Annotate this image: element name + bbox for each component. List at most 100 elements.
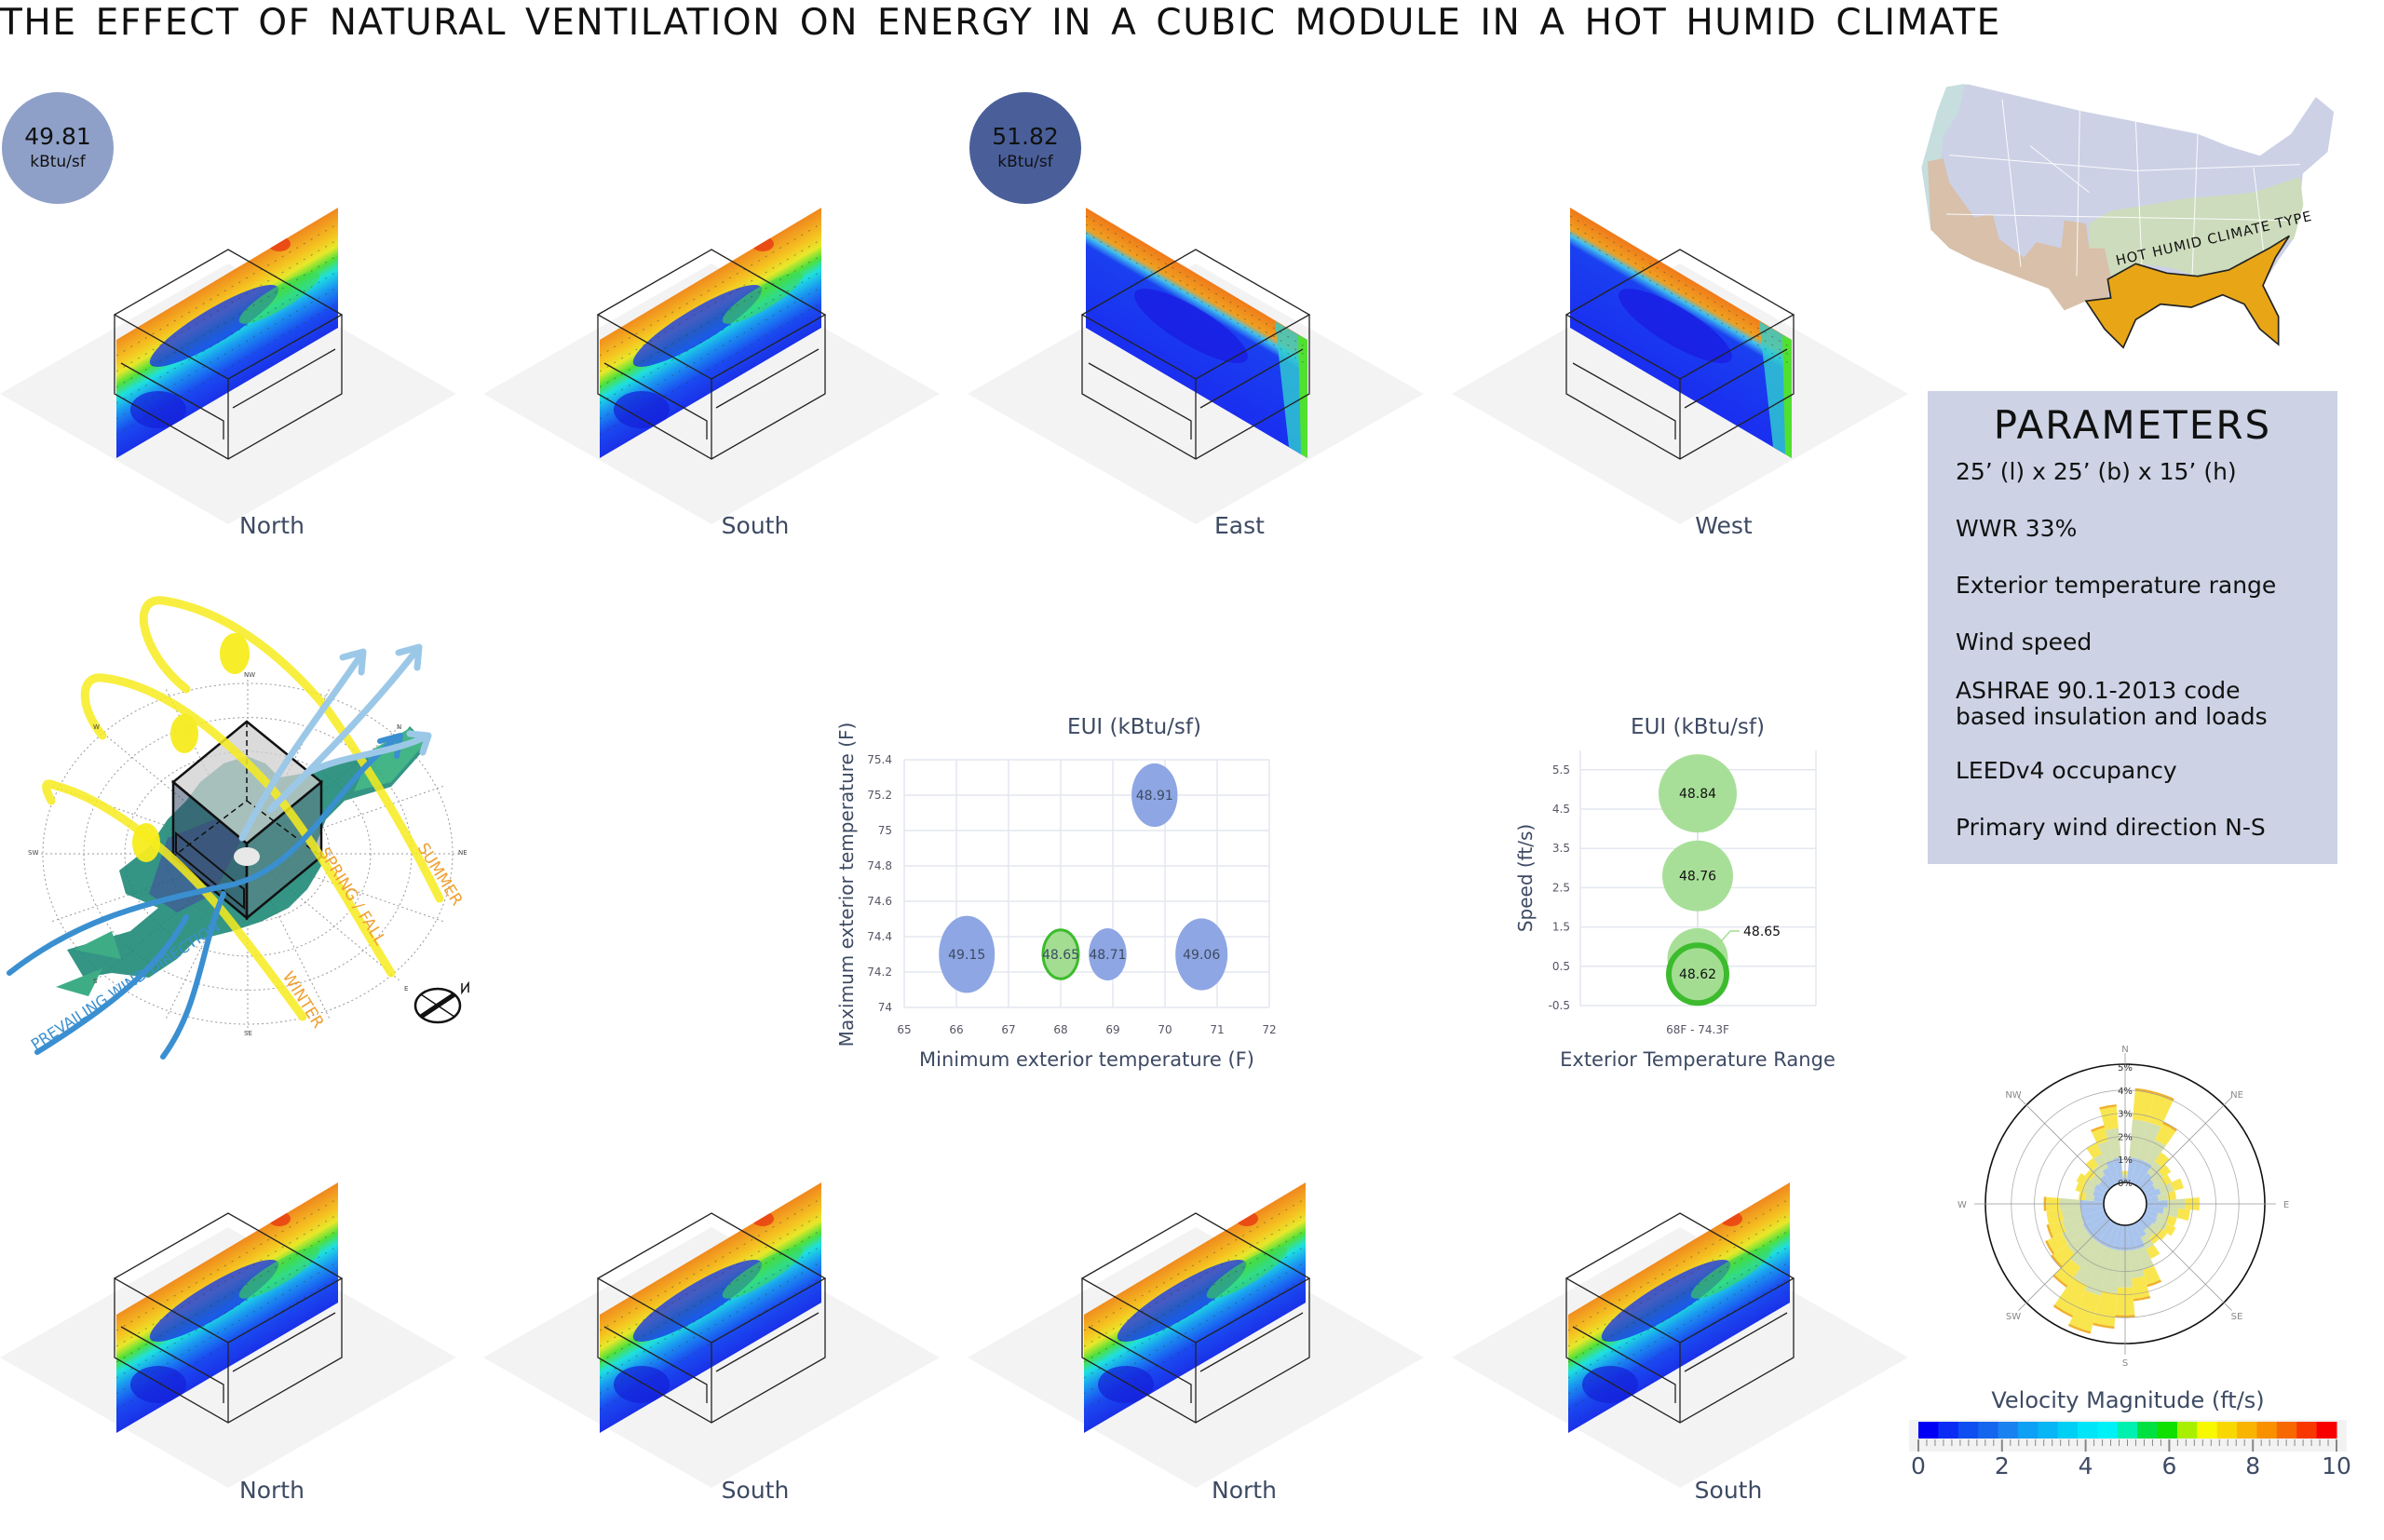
rose-sector-band (2093, 1183, 2108, 1196)
map-region-mixed-humid (2089, 177, 2304, 277)
rose-axis (2140, 1097, 2232, 1189)
cfd-panel (483, 208, 940, 524)
rose-sector-band (2159, 1182, 2174, 1195)
rose-direction-label: NE (2230, 1090, 2243, 1101)
rose-sector-band (2106, 1159, 2120, 1185)
bubble (1666, 942, 1729, 1006)
box-wireframe (1564, 1212, 1795, 1424)
rose-sector-band (2127, 1156, 2138, 1183)
legend-color-step (1938, 1422, 1959, 1439)
rose-sector-band (2066, 1230, 2093, 1254)
x-axis-title: Minimum exterior temperature (F) (919, 1048, 1254, 1071)
rose-sector-band (2093, 1154, 2108, 1171)
y-tick-label: 75 (878, 824, 892, 837)
legend-color-step (1998, 1422, 2019, 1439)
rose-sector-band (2144, 1209, 2159, 1219)
rose-sector-band (2080, 1209, 2106, 1223)
parameter-temperature-range: Exterior temperature range (1956, 572, 2277, 599)
rose-sector-band (2092, 1219, 2113, 1243)
panel-label-bottom-4: South (1694, 1477, 1763, 1504)
bubble (939, 915, 996, 993)
badge-unit: kBtu/sf (30, 153, 86, 171)
box-wireframe (113, 249, 344, 460)
legend-color-step (2316, 1422, 2337, 1439)
rose-sector-band (2044, 1240, 2055, 1255)
sun-paths (42, 596, 444, 1021)
rose-sector-band (2084, 1178, 2097, 1190)
rose-sector-band (2162, 1121, 2177, 1132)
rose-sector-band (2131, 1276, 2150, 1299)
rose-sector-band (2082, 1212, 2108, 1231)
rose-sector-band (2105, 1128, 2121, 1159)
rose-sector-band (2047, 1233, 2068, 1254)
legend-color-step (2216, 1422, 2238, 1439)
chart-title: EUI (kBtu/sf) (1067, 715, 1201, 739)
rose-sector-band (2091, 1125, 2106, 1132)
legend-color-step (1978, 1422, 1999, 1439)
rose-sector-band (2093, 1322, 2115, 1330)
rose-sector-band (2078, 1191, 2087, 1201)
sun-winter-icon (132, 823, 160, 862)
grid-label-w: W (93, 723, 100, 731)
rose-sector-band (2102, 1168, 2117, 1187)
legend-color-step (2117, 1422, 2138, 1439)
rose-direction-label: N (2121, 1045, 2128, 1055)
bubble (1175, 918, 1228, 991)
grid-label-s: S (93, 978, 98, 985)
rose-sector-band (2084, 1246, 2113, 1296)
panel-label-bottom-2: South (721, 1477, 790, 1504)
rose-sector-band (2154, 1219, 2168, 1231)
velocity-contours (1570, 215, 1792, 458)
cfd-panel (1452, 1182, 1908, 1488)
box-wireframe (1080, 249, 1311, 460)
eui-badge-baseline: 51.82 kBtu/sf (969, 92, 1081, 204)
x-tick-label: 65 (897, 1023, 911, 1036)
rose-sector-band (2092, 1127, 2108, 1145)
badge-value: 51.82 (992, 123, 1059, 150)
map-region-hot-dry (1928, 158, 2111, 311)
y-tick-label: 74 (878, 1001, 892, 1014)
rose-sector-band (2046, 1223, 2053, 1238)
rose-sector-band (2054, 1258, 2081, 1286)
rose-center (2103, 1182, 2147, 1226)
y-tick-label: 0.5 (1552, 960, 1570, 973)
chart-title: EUI (kBtu/sf) (1631, 715, 1765, 739)
cfd-panel (0, 208, 456, 524)
y-tick-label: 5.5 (1552, 763, 1570, 777)
velocity-color-scale (1909, 1420, 2347, 1452)
north-arrow-compass-icon (413, 980, 469, 1024)
rose-sector-band (2098, 1181, 2110, 1192)
badge-value: 49.81 (24, 123, 91, 150)
velocity-contours (1086, 215, 1307, 458)
bubble-label: 49.06 (1183, 948, 1220, 963)
box-wireframe (596, 1212, 827, 1424)
rose-sector-band (2092, 1165, 2106, 1180)
map-region-hot-humid (2084, 235, 2291, 349)
rose-sector-band (2076, 1172, 2089, 1185)
rose-sector-band (2083, 1185, 2095, 1196)
rose-sector-band (2137, 1246, 2155, 1270)
rose-sector-band (2127, 1224, 2138, 1251)
eui-windspeed-bubble-chart: EUI (kBtu/sf) -0.50.51.52.53.54.55.568F … (1514, 715, 1835, 1071)
rose-axis (2018, 1097, 2110, 1189)
sun-spring-fall-icon (170, 714, 198, 753)
rose-sector-band (2156, 1212, 2169, 1223)
rose-direction-label: SW (2006, 1312, 2021, 1322)
x-tick-label: 67 (1001, 1023, 1015, 1036)
rose-sector-band (2080, 1206, 2105, 1216)
rose-sector-band (2070, 1236, 2099, 1268)
bubble (1662, 840, 1733, 912)
rose-sector-band (2101, 1249, 2121, 1294)
cfd-panels-top-row (0, 208, 1908, 524)
cfd-panel (968, 208, 1424, 524)
bubble-label: 49.15 (948, 948, 985, 963)
legend-color-step (2197, 1422, 2218, 1439)
rose-sector-band (2091, 1174, 2103, 1185)
bubble (1659, 754, 1737, 833)
rose-ring-label: 1% (2118, 1155, 2133, 1166)
y-axis-title: Speed (ft/s) (1514, 824, 1537, 932)
grid-direction-labels: NW W SW S SE E NE N (28, 671, 467, 1037)
rose-sector-band (2157, 1192, 2169, 1201)
velocity-contours (600, 223, 821, 436)
